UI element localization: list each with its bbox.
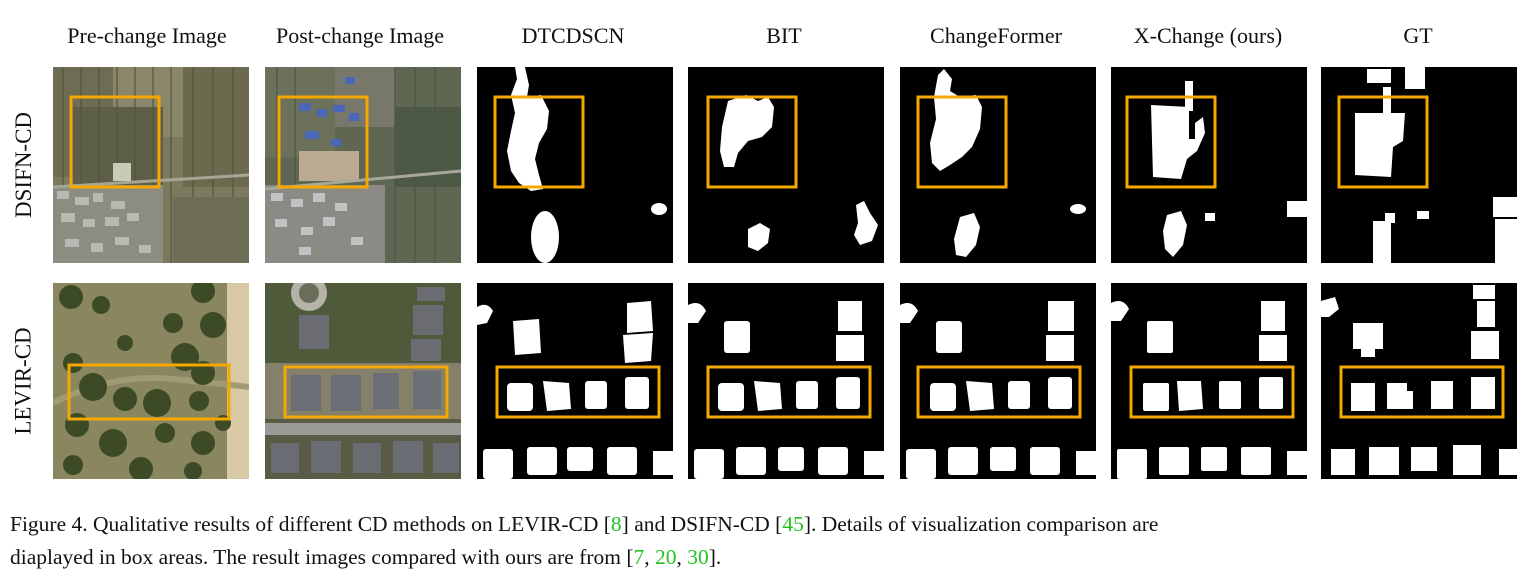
row-label-dsifn-cd-text: DSIFN-CD (11, 111, 37, 219)
column-header-gt: GT (1403, 23, 1433, 48)
caption-text: ] and DSIFN-CD [ (621, 512, 783, 536)
reference-link[interactable]: 45 (782, 512, 804, 536)
mask-dsifn-gt (1321, 67, 1517, 263)
mask-levir-x-change (1111, 283, 1307, 479)
mask-levir-changeformer (900, 283, 1096, 479)
image-levir-pre-change (53, 283, 249, 479)
row-label-levir-cd-text: LEVIR-CD (11, 327, 37, 435)
mask-levir-gt (1321, 283, 1517, 479)
column-header-bit: BIT (766, 23, 802, 48)
row-label-dsifn-cd: DSIFN-CD (4, 67, 44, 263)
caption-separator: , (644, 545, 655, 569)
reference-link[interactable]: 8 (610, 512, 622, 536)
mask-dsifn-bit (688, 67, 884, 263)
caption-text: ]. Details of visualization comparison a… (803, 512, 1159, 536)
image-levir-post-change (265, 283, 461, 479)
mask-levir-bit (688, 283, 884, 479)
column-header-pre-change: Pre-change Image (67, 23, 227, 48)
figure-caption: Figure 4. Qualitative results of differe… (10, 508, 1518, 574)
row-label-levir-cd: LEVIR-CD (4, 283, 44, 479)
caption-text: diaplayed in box areas. The result image… (10, 545, 634, 569)
caption-text: Figure 4. Qualitative results of differe… (10, 512, 611, 536)
caption-separator: , (676, 545, 688, 569)
column-header-x-change: X-Change (ours) (1133, 23, 1283, 48)
reference-link[interactable]: 30 (687, 545, 709, 569)
image-dsifn-post-change (265, 67, 461, 263)
mask-levir-dtcdscn (477, 283, 673, 479)
column-header-post-change: Post-change Image (276, 23, 444, 48)
column-header-dtcdscn: DTCDSCN (521, 23, 625, 48)
mask-dsifn-changeformer (900, 67, 1096, 263)
caption-text: ]. (708, 545, 722, 569)
mask-dsifn-dtcdscn (477, 67, 673, 263)
column-header-changeformer: ChangeFormer (930, 23, 1062, 48)
reference-link[interactable]: 20 (655, 545, 677, 569)
reference-link[interactable]: 7 (633, 545, 645, 569)
mask-dsifn-x-change (1111, 67, 1307, 263)
image-dsifn-pre-change (53, 67, 249, 263)
caption-line-2: diaplayed in box areas. The result image… (10, 541, 1518, 574)
